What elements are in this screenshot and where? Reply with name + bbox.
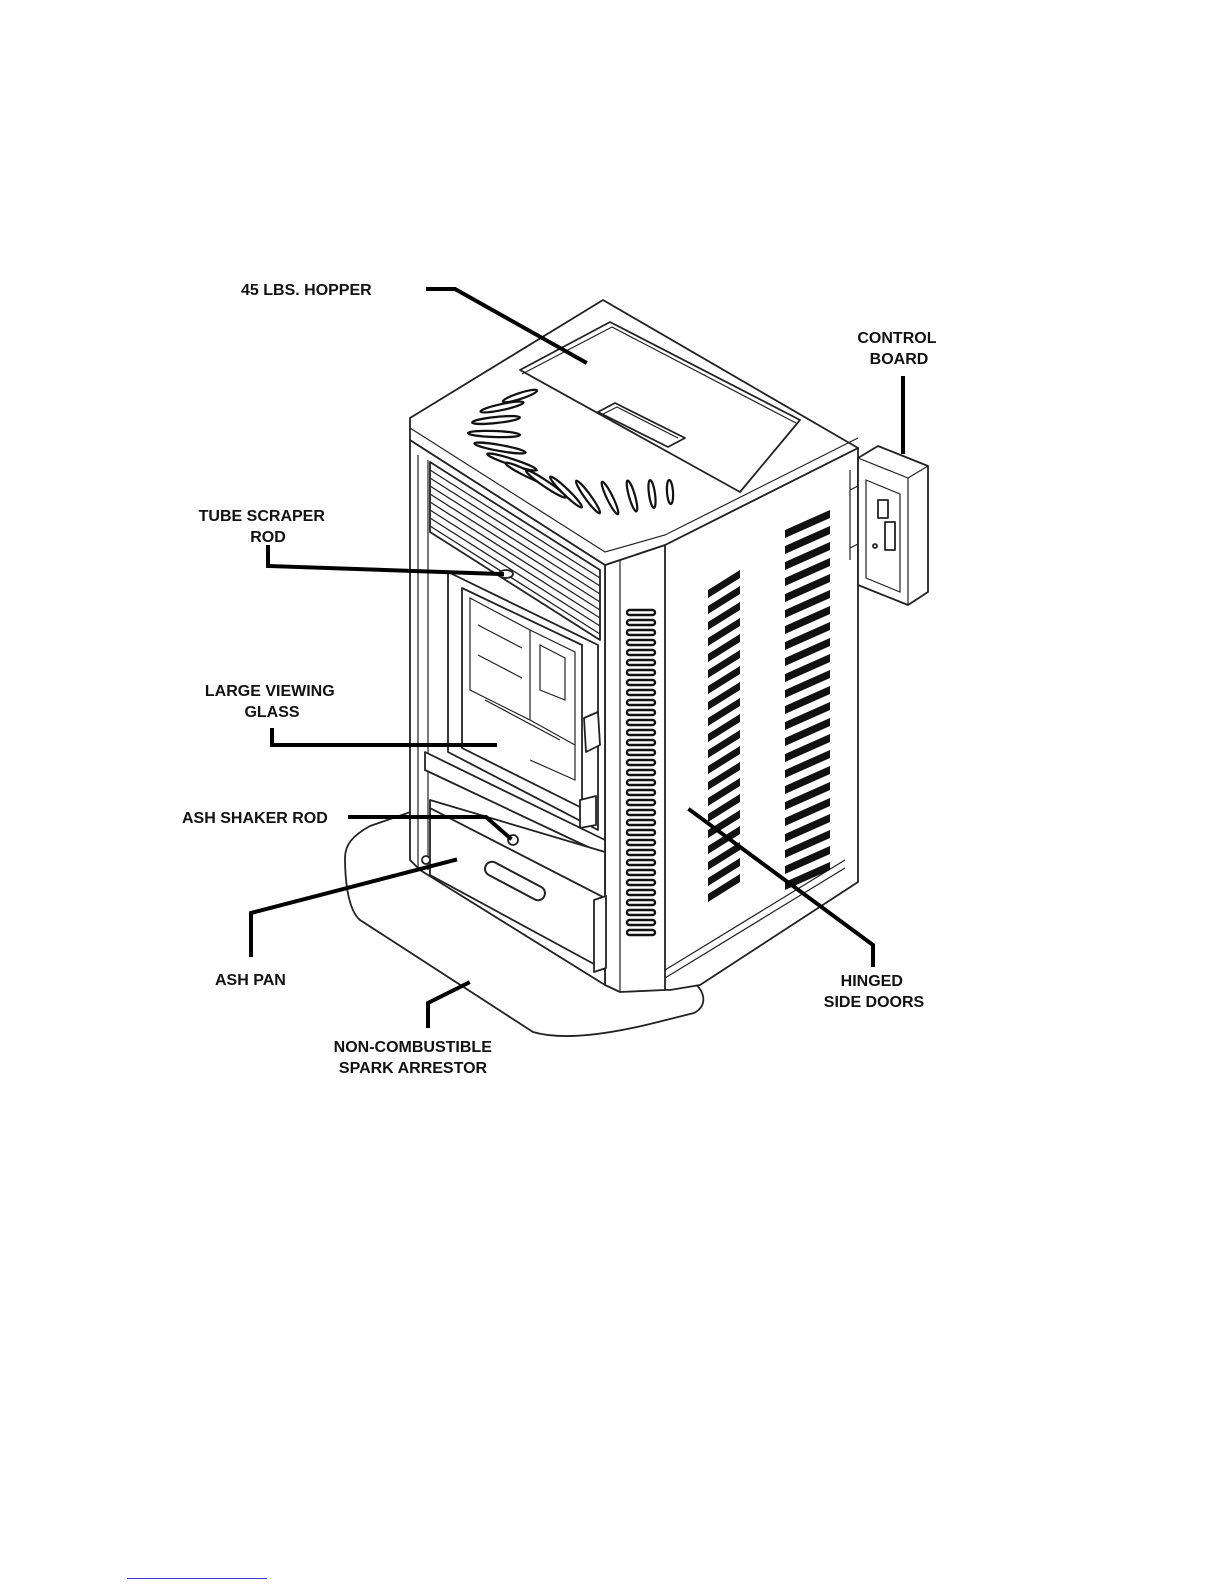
hopper-label: 45 LBS. HOPPER: [241, 282, 372, 299]
stove-illustration: [345, 300, 928, 1036]
side-doors-label: HINGED SIDE DOORS: [824, 973, 925, 1011]
spark-arrestor-leader: [428, 983, 468, 1026]
control-board-box: [850, 446, 928, 605]
control-board-label: CONTROL BOARD: [857, 330, 940, 368]
spark-arrestor-label: NON-COMBUSTIBLE SPARK ARRESTOR: [334, 1039, 497, 1077]
viewing-glass-label: LARGE VIEWING GLASS: [205, 683, 339, 721]
ash-shaker-label: ASH SHAKER ROD: [182, 810, 328, 827]
tube-scraper-label: TUBE SCRAPER ROD: [199, 508, 330, 546]
footer-rule: [127, 1578, 267, 1579]
ash-pan-label: ASH PAN: [215, 972, 286, 989]
